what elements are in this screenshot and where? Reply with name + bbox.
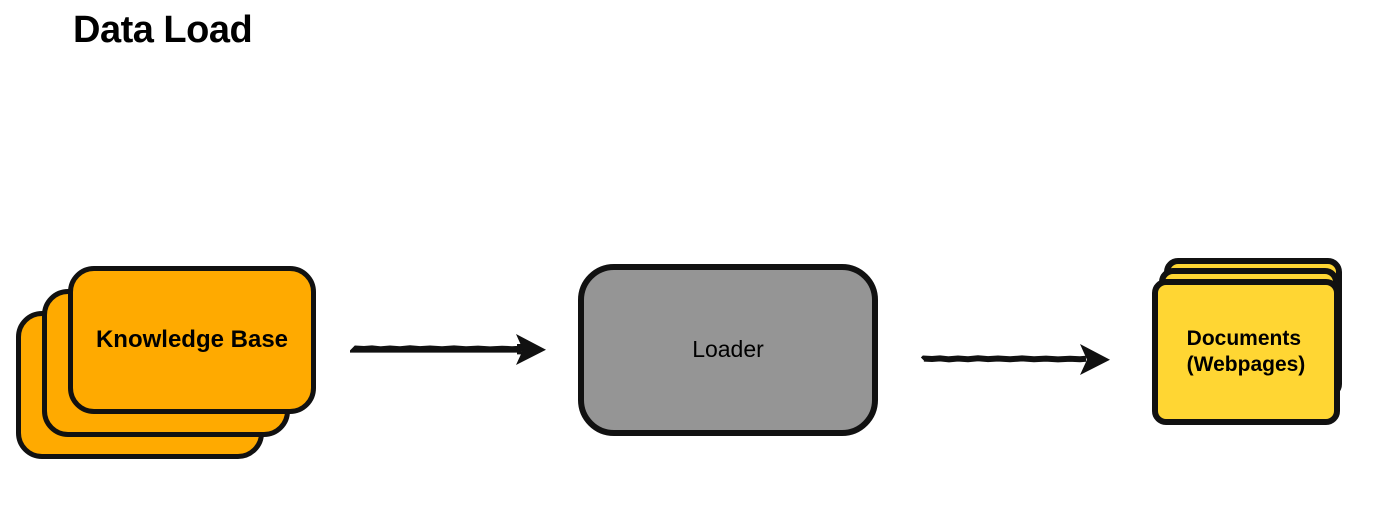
loader-label: Loader [692,336,764,363]
knowledge-base-card-front: Knowledge Base [68,266,316,414]
arrow-knowledge-base-to-loader-icon [347,330,550,370]
arrow-loader-to-documents-icon [918,340,1114,380]
page-title: Data Load [73,9,253,51]
documents-card-front: Documents (Webpages) [1152,279,1340,425]
loader-node[interactable]: Loader [578,264,878,436]
knowledge-base-label: Knowledge Base [95,326,289,354]
documents-label: Documents (Webpages) [1186,327,1306,376]
documents-node[interactable]: Documents (Webpages) [1150,258,1370,438]
knowledge-base-node[interactable]: Knowledge Base [0,255,330,485]
